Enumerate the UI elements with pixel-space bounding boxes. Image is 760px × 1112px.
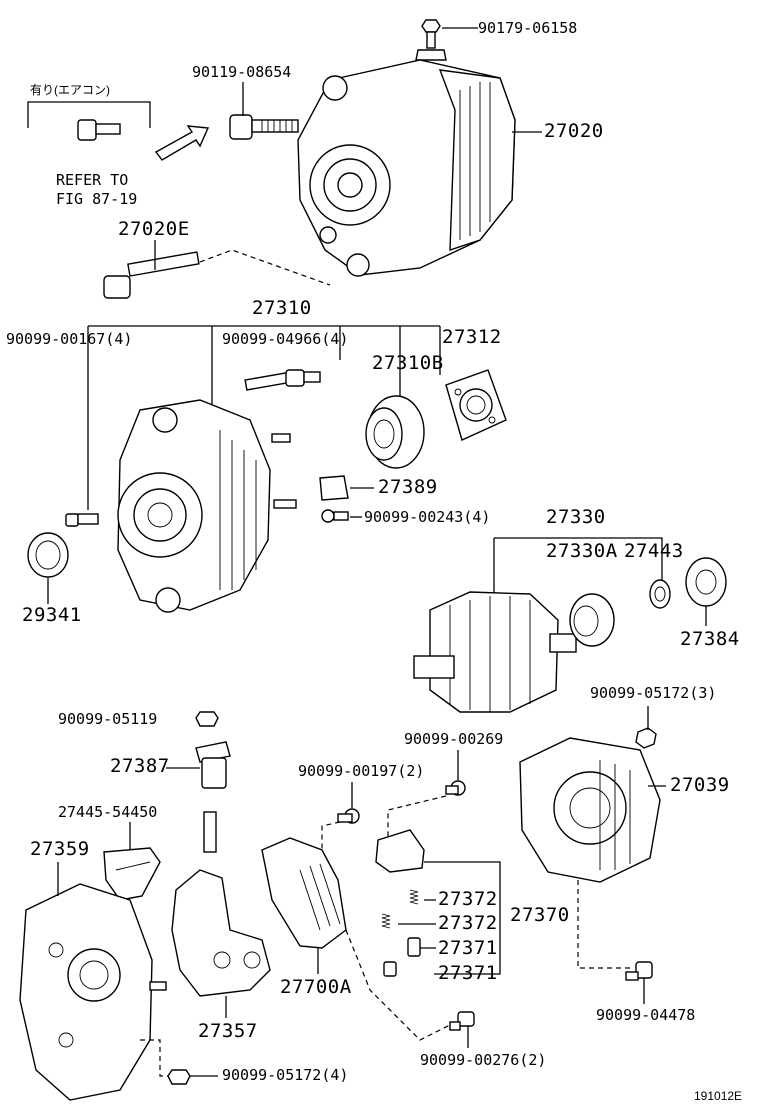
seal-29341[interactable] (27, 532, 69, 578)
bolt-27020E[interactable] (103, 251, 200, 299)
label-90099-00197: 90099-00197(2) (298, 762, 425, 780)
label-90099-00243: 90099-00243(4) (364, 508, 491, 526)
bolt-90099-00276[interactable] (449, 1011, 475, 1031)
sleeve-27387[interactable] (195, 741, 231, 789)
label-27370: 27370 (510, 904, 570, 926)
dash-27700A (345, 929, 461, 1041)
label-27372-b: 27372 (438, 912, 498, 934)
spring-27372-b[interactable] (381, 913, 391, 929)
dash-00269 (387, 795, 447, 840)
label-27371-b: 27371 (438, 962, 498, 984)
screw-90099-00197[interactable] (337, 808, 360, 824)
label-27020: 27020 (544, 120, 604, 142)
leader-27310-drops (87, 326, 441, 510)
bolt-90119-08654[interactable] (229, 114, 299, 140)
cover-27384[interactable] (685, 557, 727, 607)
label-refer-to: REFER TO (56, 171, 129, 189)
dash-00197 (321, 821, 341, 860)
label-90099-00269: 90099-00269 (404, 730, 504, 748)
brush-27371-a[interactable] (407, 937, 421, 957)
drawing-id: 191012E (694, 1089, 743, 1103)
stud-90099-04966[interactable] (244, 369, 321, 391)
label-27700A: 27700A (280, 976, 352, 998)
bolt-90099-04478[interactable] (625, 961, 653, 981)
label-90099-00276: 90099-00276(2) (420, 1051, 547, 1069)
end-frame-27359[interactable] (19, 883, 167, 1101)
cap-27389[interactable] (319, 475, 349, 501)
plate-27312[interactable] (445, 369, 507, 441)
label-90099-05119: 90099-05119 (58, 710, 158, 728)
brush-holder-27370[interactable] (375, 829, 425, 873)
label-90179-06158: 90179-06158 (478, 19, 578, 37)
washer-27443[interactable] (649, 579, 671, 609)
label-27310B: 27310B (372, 352, 444, 374)
label-90099-04966: 90099-04966(4) (222, 330, 349, 348)
nut-90099-05119[interactable] (195, 711, 219, 727)
dash-27039 (577, 880, 632, 969)
label-27312: 27312 (442, 326, 502, 348)
label-27039: 27039 (670, 774, 730, 796)
leader-27370-items (398, 899, 436, 949)
label-27359: 27359 (30, 838, 90, 860)
label-27389: 27389 (378, 476, 438, 498)
label-ac-option: 有り(エアコン) (30, 83, 110, 97)
screw-90099-00167[interactable] (65, 513, 99, 527)
alternator-assembly-27020[interactable] (297, 59, 516, 277)
rear-cover-27039[interactable] (519, 737, 661, 883)
rotor-27330[interactable] (413, 591, 577, 713)
label-27387: 27387 (110, 755, 170, 777)
bearing-27330A[interactable] (569, 593, 615, 647)
label-90099-05172-4: 90099-05172(4) (222, 1066, 349, 1084)
label-27330: 27330 (546, 506, 606, 528)
label-27443: 27443 (624, 540, 684, 562)
label-90099-04478: 90099-04478 (596, 1006, 696, 1024)
leader-27370 (424, 861, 501, 975)
label-27445-54450: 27445-54450 (58, 803, 158, 821)
label-27371-a: 27371 (438, 937, 498, 959)
nut-90099-05172-3[interactable] (635, 727, 657, 749)
leader-27330 (493, 537, 663, 596)
label-27357: 27357 (198, 1020, 258, 1042)
regulator-27700A[interactable] (261, 837, 347, 949)
label-29341: 29341 (22, 604, 82, 626)
ac-bracket (27, 101, 151, 128)
label-90119-08654: 90119-08654 (192, 63, 292, 81)
drive-end-frame-27310[interactable] (117, 399, 297, 613)
label-27372-a: 27372 (438, 888, 498, 910)
label-fig-ref: FIG 87-19 (56, 190, 138, 208)
label-27330A: 27330A (546, 540, 618, 562)
nut-90099-05172-4[interactable] (167, 1069, 191, 1085)
arrow (154, 125, 210, 161)
bolt-ac[interactable] (77, 119, 121, 141)
spring-27372-a[interactable] (409, 889, 419, 905)
label-27310: 27310 (252, 297, 312, 319)
bearing-27310B[interactable] (365, 395, 425, 469)
rectifier-27357[interactable] (171, 811, 271, 997)
brush-27371-b[interactable] (383, 961, 397, 977)
screw-90099-00243[interactable] (321, 509, 349, 523)
dash-27020E (199, 249, 331, 286)
nut-90179-06158[interactable] (415, 19, 447, 61)
screw-90099-00269[interactable] (445, 780, 466, 796)
label-27384: 27384 (680, 628, 740, 650)
bracket-27445-54450[interactable] (103, 847, 161, 901)
label-90099-00167: 90099-00167(4) (6, 330, 133, 348)
label-27020E: 27020E (118, 218, 190, 240)
dash-27359 (140, 1039, 172, 1077)
label-90099-05172-3: 90099-05172(3) (590, 684, 717, 702)
